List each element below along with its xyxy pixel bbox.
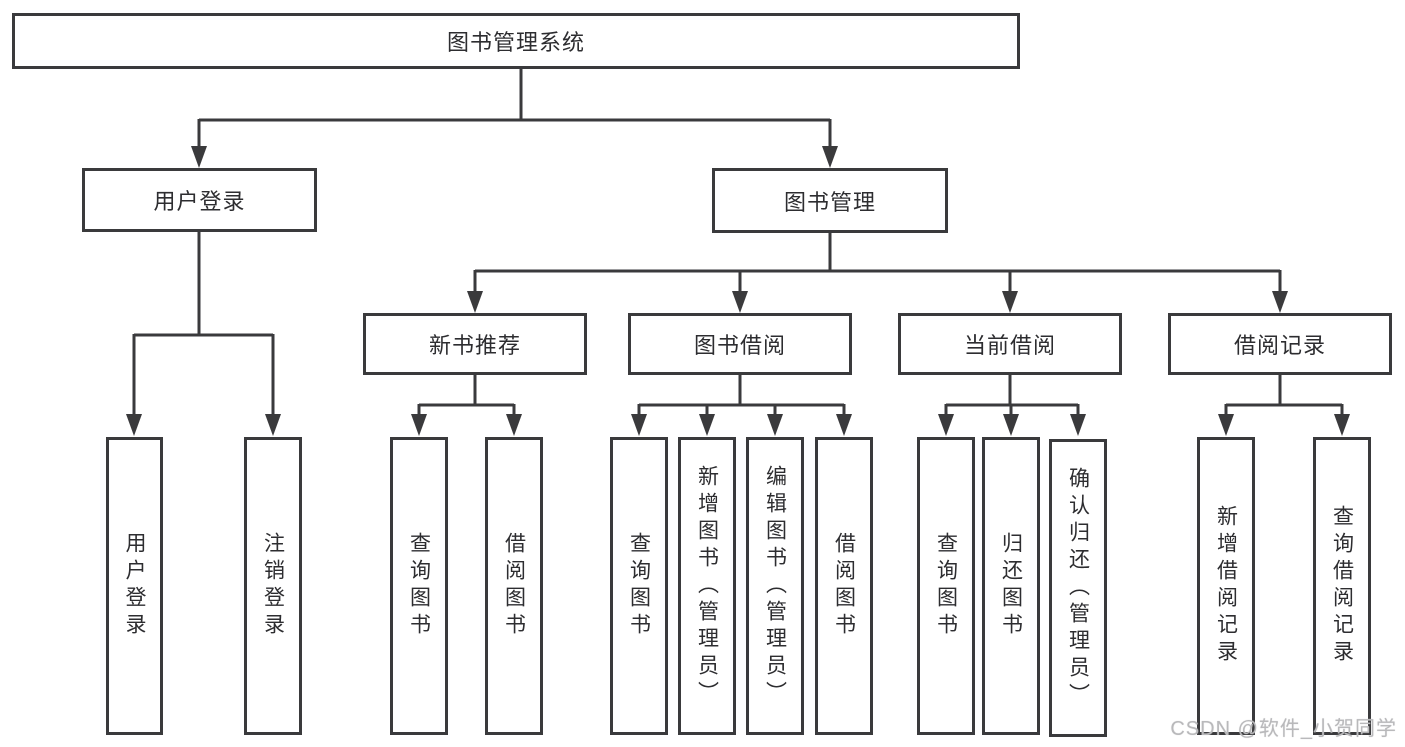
leaf-add-borrow-record: 新增借阅记录 bbox=[1197, 437, 1255, 735]
leaf-return-book: 归还图书 bbox=[982, 437, 1040, 735]
leaf-label: 借阅图书 bbox=[832, 532, 856, 640]
leaf-label: 归还图书 bbox=[999, 532, 1023, 640]
leaf-query-books-borrow: 查询图书 bbox=[610, 437, 668, 735]
leaf-label: 查询图书 bbox=[934, 532, 958, 640]
leaf-label: 新增借阅记录 bbox=[1214, 505, 1238, 667]
node-label: 图书借阅 bbox=[693, 333, 786, 358]
node-book-borrowing: 图书借阅 bbox=[628, 313, 852, 375]
node-new-book-recommendation: 新书推荐 bbox=[363, 313, 587, 375]
node-label: 当前借阅 bbox=[963, 333, 1056, 358]
node-borrowing-records: 借阅记录 bbox=[1168, 313, 1392, 375]
leaf-user-login: 用户登录 bbox=[106, 437, 163, 735]
leaf-label: 借阅图书 bbox=[502, 532, 526, 640]
node-label: 借阅记录 bbox=[1233, 333, 1326, 358]
leaf-label: 查询图书 bbox=[627, 532, 651, 640]
csdn-watermark: CSDN @软件_小贺同学 bbox=[1170, 718, 1397, 740]
node-label: 新书推荐 bbox=[428, 333, 521, 358]
node-label: 图书管理系统 bbox=[446, 30, 585, 55]
leaf-label: 注销登录 bbox=[261, 532, 285, 640]
leaf-query-books-current: 查询图书 bbox=[917, 437, 975, 735]
leaf-add-book-admin: 新增图书（管理员） bbox=[678, 437, 736, 735]
leaf-label: 查询图书 bbox=[407, 532, 431, 640]
node-label: 用户登录 bbox=[153, 189, 246, 214]
leaf-edit-book-admin: 编辑图书（管理员） bbox=[746, 437, 804, 735]
leaf-label: 用户登录 bbox=[123, 532, 146, 640]
leaf-label: 编辑图书（管理员） bbox=[763, 464, 787, 708]
node-book-management-branch: 图书管理 bbox=[712, 168, 948, 233]
node-current-borrowing: 当前借阅 bbox=[898, 313, 1122, 375]
leaf-logout: 注销登录 bbox=[244, 437, 302, 735]
node-user-login-branch: 用户登录 bbox=[82, 168, 317, 232]
leaf-borrow-book: 借阅图书 bbox=[815, 437, 873, 735]
node-library-management-system: 图书管理系统 bbox=[12, 13, 1020, 69]
leaf-label: 确认归还（管理员） bbox=[1066, 466, 1090, 710]
leaf-query-books-newbook: 查询图书 bbox=[390, 437, 448, 735]
node-label: 图书管理 bbox=[783, 189, 876, 215]
leaf-label: 新增图书（管理员） bbox=[695, 464, 719, 708]
leaf-label: 查询借阅记录 bbox=[1330, 505, 1354, 667]
leaf-borrow-books-newbook: 借阅图书 bbox=[485, 437, 543, 735]
leaf-confirm-return-admin: 确认归还（管理员） bbox=[1049, 439, 1107, 737]
leaf-query-borrow-record: 查询借阅记录 bbox=[1313, 437, 1371, 735]
